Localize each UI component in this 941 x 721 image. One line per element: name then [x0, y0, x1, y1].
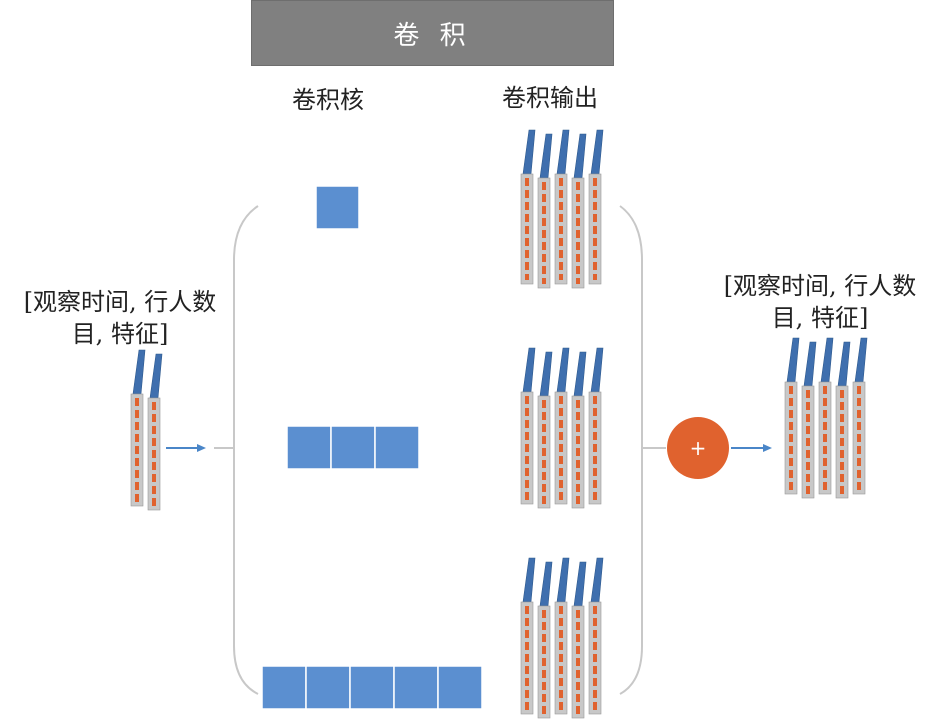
- tensor-stacks: [130, 129, 868, 719]
- kernel-cell: [349, 665, 395, 710]
- conv-output-stack-3: [520, 557, 604, 719]
- feature-slab: [571, 561, 587, 719]
- output-arrow-icon: [731, 444, 772, 452]
- kernel-1: [315, 185, 360, 230]
- kernel-cell: [437, 665, 483, 710]
- banner-title: 卷 积: [393, 20, 472, 51]
- feature-slab: [537, 561, 553, 719]
- feature-slab: [520, 347, 536, 505]
- input-shape-line-2: 目, 特征]: [71, 320, 169, 348]
- kernel-cell: [330, 425, 376, 470]
- feature-slab: [147, 353, 163, 511]
- input-tensor-stack: [130, 349, 163, 511]
- feature-slab: [835, 341, 851, 499]
- kernel-cell: [393, 665, 439, 710]
- conv-output-stack-2: [520, 347, 604, 509]
- input-shape-label: [观察时间, 行人数 目, 特征]: [0, 286, 240, 350]
- kernel-label: 卷积核: [292, 86, 364, 114]
- kernel-5: [261, 665, 483, 710]
- convolution-banner: 卷 积: [251, 0, 614, 66]
- conv-output-label: 卷积输出: [502, 84, 598, 112]
- feature-slab: [571, 351, 587, 509]
- feature-slab: [554, 347, 570, 505]
- feature-slab: [554, 129, 570, 285]
- output-shape-line-2: 目, 特征]: [771, 304, 869, 332]
- feature-slab: [520, 557, 536, 715]
- conv-output-stack-1: [520, 129, 604, 289]
- kernel-cell: [374, 425, 420, 470]
- kernel-cell: [286, 425, 332, 470]
- output-shape-line-1: [观察时间, 行人数: [723, 272, 917, 300]
- right-bracket: [619, 205, 643, 695]
- feature-slab: [554, 557, 570, 715]
- feature-slab: [537, 133, 553, 289]
- sum-node: +: [667, 417, 729, 479]
- input-shape-line-1: [观察时间, 行人数: [23, 288, 217, 316]
- feature-slab: [852, 337, 868, 495]
- feature-slab: [784, 337, 800, 495]
- feature-slab: [801, 341, 817, 499]
- input-arrow-icon: [166, 444, 206, 452]
- feature-slab: [130, 349, 146, 507]
- feature-slab: [571, 133, 587, 289]
- left-bracket: [233, 205, 259, 695]
- kernel-cell: [305, 665, 351, 710]
- kernel-cell: [315, 185, 360, 230]
- feature-slab: [520, 129, 536, 285]
- kernel-group: [261, 185, 483, 710]
- sum-symbol: +: [690, 436, 707, 460]
- output-tensor-stack: [784, 337, 868, 499]
- plus-circle-icon: [667, 417, 729, 479]
- feature-slab: [588, 557, 604, 715]
- output-shape-label: [观察时间, 行人数 目, 特征]: [700, 270, 940, 334]
- feature-slab: [818, 337, 834, 495]
- feature-slab: [537, 351, 553, 509]
- kernel-cell: [261, 665, 307, 710]
- feature-slab: [588, 347, 604, 505]
- kernel-3: [286, 425, 420, 470]
- feature-slab: [588, 129, 604, 285]
